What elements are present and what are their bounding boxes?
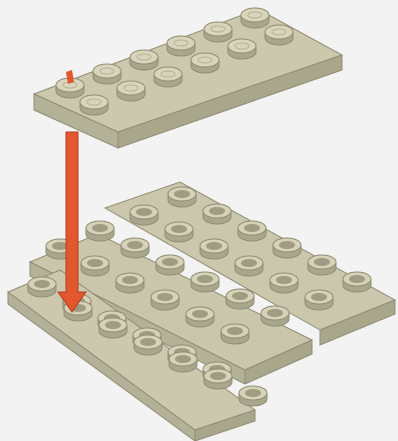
hollow-stud — [308, 255, 336, 275]
hollow-stud — [343, 272, 371, 292]
hollow-stud — [81, 256, 109, 276]
stud — [228, 39, 256, 59]
hollow-stud — [165, 222, 193, 242]
hollow-stud — [86, 221, 114, 241]
hollow-stud — [235, 256, 263, 276]
hollow-stud — [200, 239, 228, 259]
hollow-stud — [226, 289, 254, 309]
hollow-stud — [168, 187, 196, 207]
hollow-stud — [203, 204, 231, 224]
hollow-stud — [305, 290, 333, 310]
stud — [204, 22, 232, 42]
hollow-stud — [99, 318, 127, 338]
stud — [241, 8, 269, 28]
hollow-stud — [130, 205, 158, 225]
hollow-stud — [191, 272, 219, 292]
stud — [167, 36, 195, 56]
hollow-stud — [261, 306, 289, 326]
hollow-stud — [186, 307, 214, 327]
hollow-stud — [239, 386, 267, 406]
stud — [154, 67, 182, 87]
hollow-stud — [28, 277, 56, 297]
hollow-stud — [169, 352, 197, 372]
stud — [80, 95, 108, 115]
hollow-stud — [204, 369, 232, 389]
hollow-stud — [238, 221, 266, 241]
stud — [93, 64, 121, 84]
hollow-stud — [156, 255, 184, 275]
hollow-stud — [134, 335, 162, 355]
hollow-stud — [270, 273, 298, 293]
hollow-stud — [221, 324, 249, 344]
stud — [130, 50, 158, 70]
hollow-stud — [121, 238, 149, 258]
hollow-stud — [116, 273, 144, 293]
stud — [191, 53, 219, 73]
hollow-stud — [151, 290, 179, 310]
stud — [117, 81, 145, 101]
hollow-stud — [273, 238, 301, 258]
stud — [265, 25, 293, 45]
